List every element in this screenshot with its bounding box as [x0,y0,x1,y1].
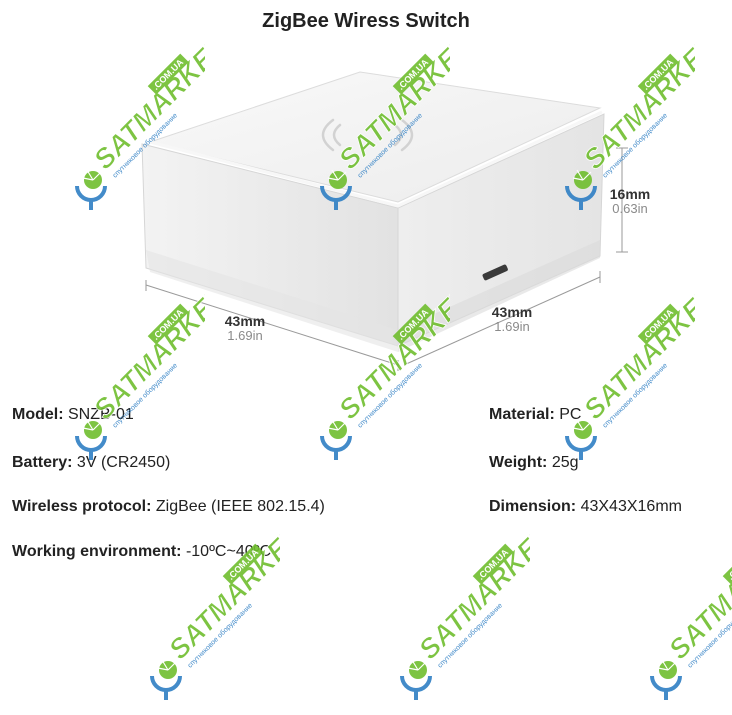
spec-key: Dimension: [489,498,577,515]
spec-key: Working environment: [12,543,182,560]
device-body [141,71,605,352]
spec-dimension: Dimension: 43X43X16mm [489,498,682,516]
width-mm: 43mm [224,313,266,329]
svg-text:SATMARKET: SATMARKET [333,290,450,425]
spec-value: 3V (CR2450) [76,454,171,471]
spec-value: SNZB-01 [68,406,134,423]
spec-key: Battery: [12,454,73,471]
spec-value: 25g [551,454,579,471]
svg-text:SATMARKET: SATMARKET [413,530,530,665]
spec-battery: Battery: 3V (CR2450) [12,454,170,472]
spec-value: ZigBee (IEEE 802.15.4) [155,498,325,515]
svg-text:SATMARKET: SATMARKET [578,40,695,175]
spec-key: Model: [12,406,64,423]
spec-wireless-protocol: Wireless protocol: ZigBee (IEEE 802.15.4… [12,498,325,516]
depth-inch: 1.69in [494,319,530,335]
page-title: ZigBee Wiress Switch [262,10,470,32]
depth-dimension-label: 43mm 1.69in [482,304,542,335]
svg-text:SATMARKET: SATMARKET [163,530,280,665]
dimension-lines [145,147,628,371]
spec-weight: Weight: 25g [489,454,579,472]
width-dimension-label: 43mm 1.69in [215,313,275,344]
product-image [141,71,628,371]
width-inch: 1.69in [227,328,263,344]
svg-text:SATMARKET: SATMARKET [578,290,695,425]
wireless-signal-icon [321,118,414,152]
spec-key: Material: [489,406,555,423]
height-inch: 0.63in [612,201,648,217]
svg-text:SATMARKET: SATMARKET [333,40,450,175]
spec-key: Wireless protocol: [12,498,152,515]
spec-material: Material: PC [489,406,581,424]
spec-model: Model: SNZB-01 [12,406,134,424]
spec-key: Weight: [489,454,548,471]
height-dimension-label: 16mm 0.63in [600,186,660,217]
svg-text:SATMARKET: SATMARKET [663,530,732,665]
svg-text:SATMARKET: SATMARKET [88,40,205,175]
spec-value: PC [559,406,582,423]
spec-value: 43X43X16mm [580,498,682,515]
height-mm: 16mm [609,186,651,202]
depth-mm: 43mm [491,304,533,320]
svg-text:.COM.UA: .COM.UA [726,547,732,582]
svg-text:SATMARKET: SATMARKET [88,290,205,425]
